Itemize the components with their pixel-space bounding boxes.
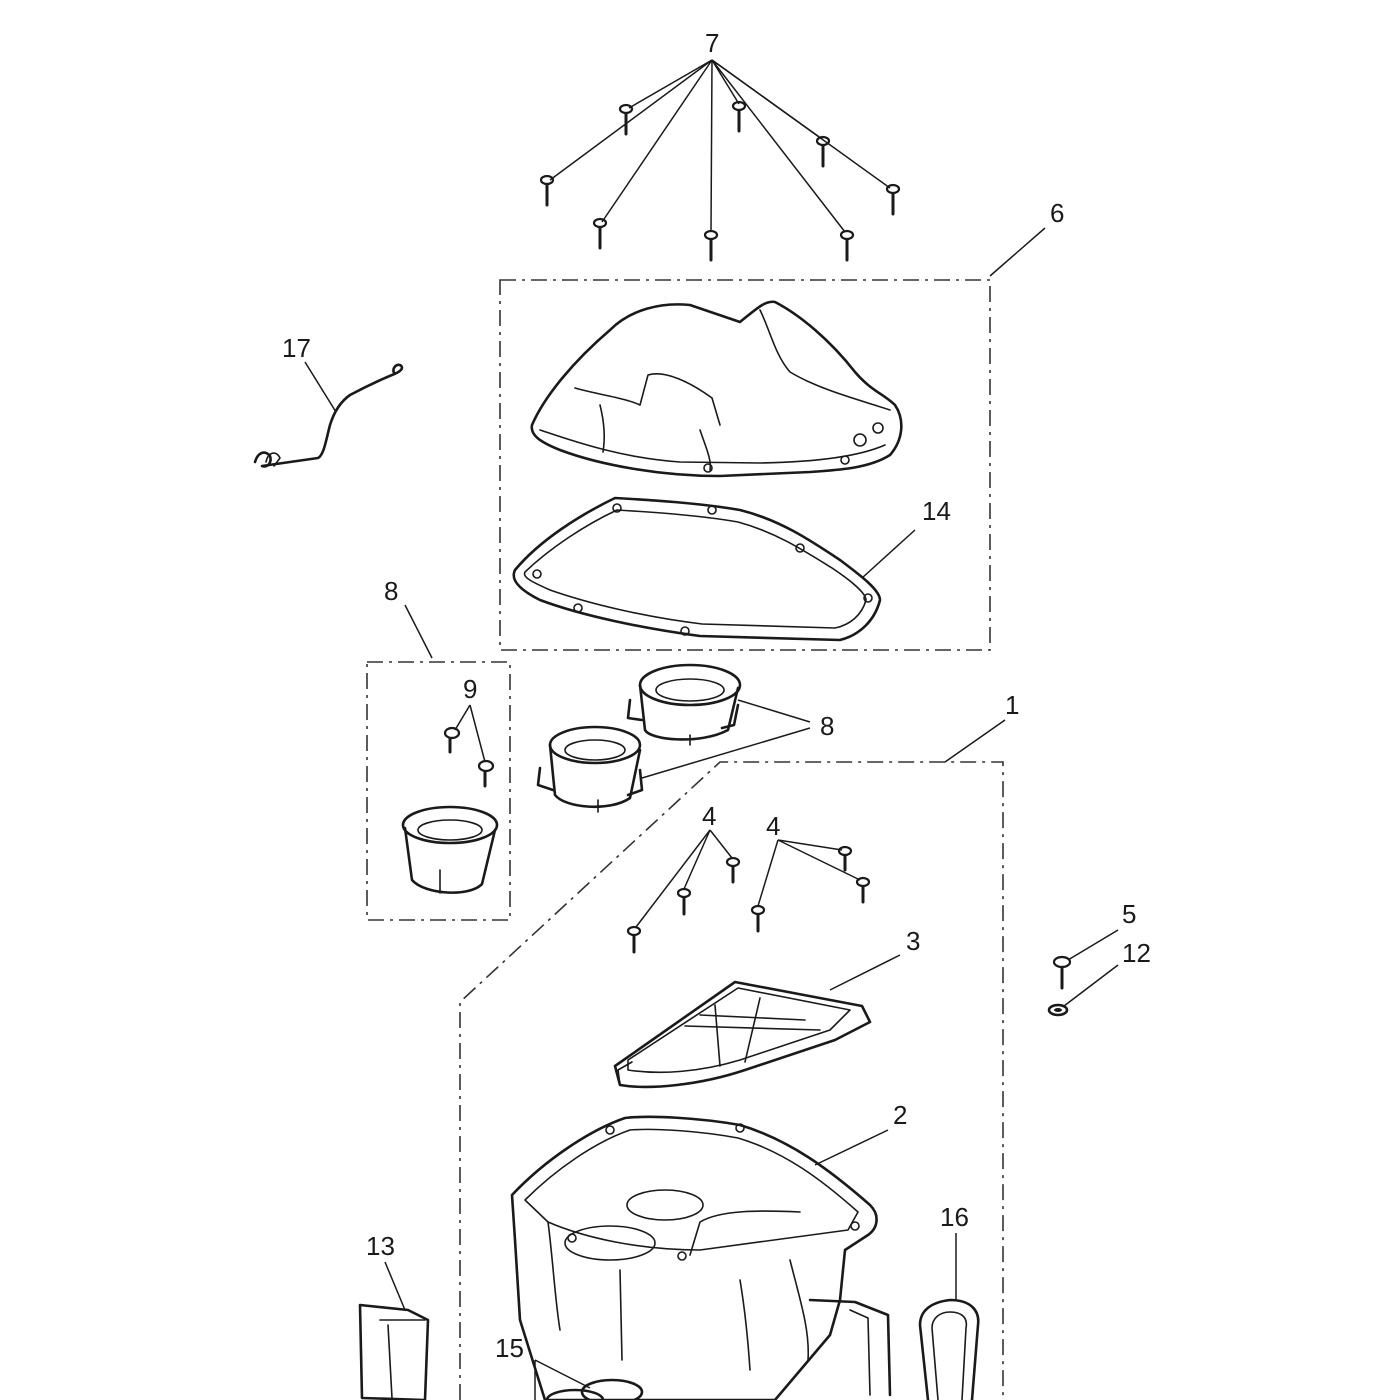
leaders-4 [635,829,861,928]
bolts-4 [626,845,871,954]
bolt-4-d [837,845,853,872]
wire-clip-17 [253,363,404,468]
bolt-9-b [477,759,495,788]
callout-16: 16 [940,1202,969,1232]
bolt-4-a [725,856,741,884]
bolt-4-f [750,904,766,933]
callout-9: 9 [463,674,477,704]
leader-5 [1067,929,1119,961]
callout-2: 2 [893,1100,907,1130]
leader-17 [304,361,337,413]
washer-12 [1047,1003,1069,1017]
leaders-9 [454,704,486,763]
velocity-stack-lower [536,725,644,813]
leader-14 [861,529,916,579]
velocity-stacks-8 [536,663,742,813]
o-rings-15 [545,1378,644,1400]
leader-1 [944,719,1006,763]
callout-6: 6 [1050,198,1064,228]
leader-3 [829,954,901,991]
bolt-7-h [839,229,855,262]
leader-12 [1063,964,1119,1007]
bolt-5 [1052,955,1072,990]
bolt-9-a [443,726,461,754]
bolt-7-d [539,174,555,207]
assembly-box-1 [459,761,1004,1400]
bolts-9 [443,726,495,788]
assembly-box-8 [366,661,511,921]
bolt-4-e [855,876,871,904]
callout-8-top: 8 [384,576,398,606]
callout-17: 17 [282,333,311,363]
seal-16 [918,1298,980,1400]
gasket-14 [512,496,882,642]
leaders-7 [549,59,891,233]
leader-2 [814,1129,889,1166]
bolt-group-7 [539,100,901,262]
assembly-box-6 [499,279,991,651]
leaders-15 [534,1359,591,1400]
velocity-stack-upper [626,663,742,746]
bolt-7-a [618,103,634,136]
leader-13 [384,1261,406,1311]
bolt-4-c [626,925,642,954]
leader-8a [404,604,433,659]
callout-5: 5 [1122,899,1136,929]
callout-15: 15 [495,1333,524,1363]
block-13 [358,1303,430,1400]
callout-8-right: 8 [820,711,834,741]
airbox-lower-2 [510,1115,892,1400]
bolt-7-g [703,229,719,262]
bolt-7-b [731,100,747,133]
leader-6 [989,227,1046,277]
callout-12: 12 [1122,938,1151,968]
callout-3: 3 [906,926,920,956]
bolt-7-c [815,135,831,168]
leaders-8b [641,699,811,779]
callout-13: 13 [366,1231,395,1261]
callout-7: 7 [705,28,719,58]
bolt-7-e [885,183,901,216]
air-filter-3 [613,980,872,1089]
velocity-stack-small [401,805,499,894]
bolt-7-f [592,217,608,250]
callout-4-left: 4 [702,801,716,831]
callout-14: 14 [922,496,951,526]
bolt-4-b [676,887,692,916]
callout-1: 1 [1005,690,1019,720]
airbox-cover-6 [530,300,903,478]
callout-4-right: 4 [766,811,780,841]
